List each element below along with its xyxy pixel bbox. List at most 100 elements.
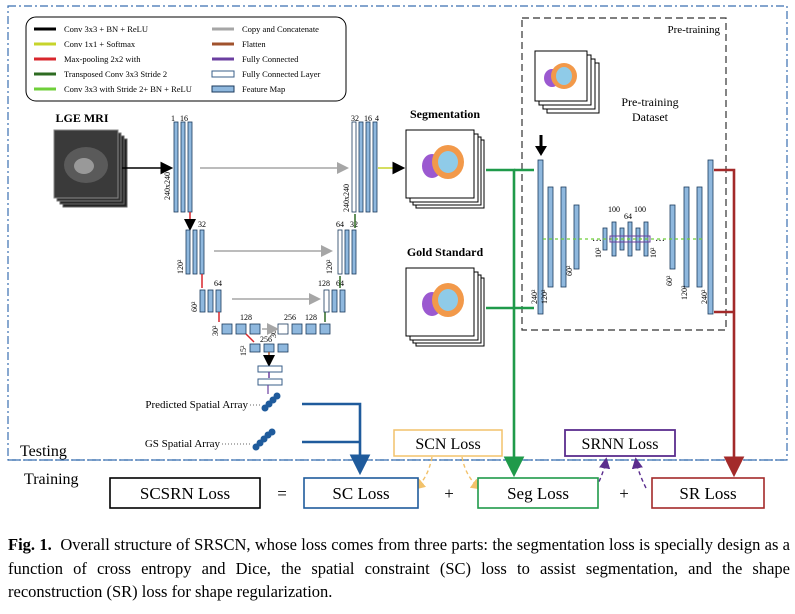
channel-label: 128 [305,313,317,322]
feature-map [199,289,206,313]
channel-label: 100 [634,205,646,214]
sr-loss-label: SR Loss [679,484,736,503]
scsrn-loss-label: SCSRN Loss [140,484,230,503]
lge-mri-input: LGE MRI [53,111,128,208]
srnn-loss-label: SRNN Loss [582,436,659,453]
unet-segmentation-network: 1 16 240x240 32 120² 64 60² 128 30² 256 … [163,114,406,386]
channel-label: 256 [260,335,272,344]
feature-map [683,186,690,288]
legend-label: Fully Connected Layer [242,69,321,79]
predicted-array-dots [261,392,281,412]
feature-map [323,289,330,313]
legend-label: Flatten [242,39,266,49]
scn-loss-label: SCN Loss [415,436,480,453]
size-label: 30² [211,325,220,336]
feature-map [291,323,303,335]
sc-loss-box [303,477,419,509]
input-label: LGE MRI [55,111,108,125]
fc-vector [257,378,283,386]
scsrn-loss-box [109,477,261,509]
legend-swatch [211,85,235,93]
channel-label: 64 [214,279,222,288]
figure-caption: Fig. 1. Overall structure of SRSCN, whos… [8,533,790,604]
size-label: 240x240 [163,172,172,200]
plus-sign: + [444,484,454,503]
feature-map [305,323,317,335]
feature-map [319,323,331,335]
channel-label: 1 [171,114,175,123]
srnn-loss-box [564,429,676,457]
spatial-arrays: Predicted Spatial Array GS Spatial Array [145,385,281,451]
predicted-spatial-array-label: Predicted Spatial Array [145,399,248,411]
training-label: Training [24,471,79,488]
feature-map [173,121,179,213]
gs-spatial-array-label: GS Spatial Array [145,438,221,450]
feature-map [331,289,338,313]
channel-label: 64 [336,220,344,229]
size-label: 60² [190,301,199,312]
segmentation-label: Segmentation [410,107,480,121]
channel-label: 4 [375,114,379,123]
architecture-diagram: Conv 3x3 + BN + ReLU Conv 1x1 + SoftmaxMa… [7,5,788,509]
feature-map [537,159,544,315]
size-label: 240² [530,289,539,304]
feature-map [351,229,357,275]
feature-map [696,186,703,288]
size-label: 60² [665,275,674,286]
legend-label: Max-pooling 2x2 with [64,54,141,64]
scn-loss-box [393,429,503,457]
channel-label: 32 [350,220,358,229]
segmentation-output: Segmentation [405,107,485,209]
sr-loss-box [651,477,765,509]
caption-text: Overall structure of SRSCN, whose loss c… [8,535,790,601]
sc-loss-label: SC Loss [332,484,389,503]
feature-map [235,323,247,335]
gold-standard-label: Gold Standard [407,245,484,259]
size-label: 10² [649,247,658,258]
feature-map [249,323,261,335]
feature-map [215,289,222,313]
feature-map [207,289,214,313]
plus-sign: + [619,484,629,503]
size-label: 120² [680,285,689,300]
flatten-vector [257,365,283,373]
legend-label: Conv 1x1 + Softmax [64,39,136,49]
channel-label: 100 [608,205,620,214]
feature-map [372,121,378,213]
feature-map [199,229,205,275]
size-label: 120² [325,259,334,274]
feature-map [277,343,289,353]
feature-map [185,229,191,275]
legend-label: Copy and Concatenate [242,24,319,34]
feature-map [221,323,233,335]
feature-map [358,121,364,213]
feature-map [187,121,193,213]
channel-label: 32 [351,114,359,123]
feature-map [344,229,350,275]
testing-label: Testing [20,443,67,460]
feature-map [337,229,343,275]
feature-map [351,121,357,213]
pretraining-title: Pre-training [667,24,720,36]
size-label: 240² [700,289,709,304]
legend-label: Feature Map [242,84,285,94]
size-label: 10² [594,247,603,258]
size-label: 60² [565,265,574,276]
legend-label: Fully Connected [242,54,299,64]
size-label: 240x240 [342,184,351,212]
seg-loss-box [477,477,599,509]
channel-label: 32 [198,220,206,229]
feature-map [192,229,198,275]
legend-label: Conv 3x3 + BN + ReLU [64,24,148,34]
size-label: 15² [239,345,248,356]
channel-label: 16 [180,114,188,123]
feature-map [277,323,289,335]
seg-loss-label: Seg Loss [507,484,569,503]
equals-sign: = [277,484,287,503]
svg-text:···: ··· [592,236,602,247]
feature-map [365,121,371,213]
feature-map [547,186,554,288]
legend: Conv 3x3 + BN + ReLU Conv 1x1 + SoftmaxMa… [25,16,347,102]
